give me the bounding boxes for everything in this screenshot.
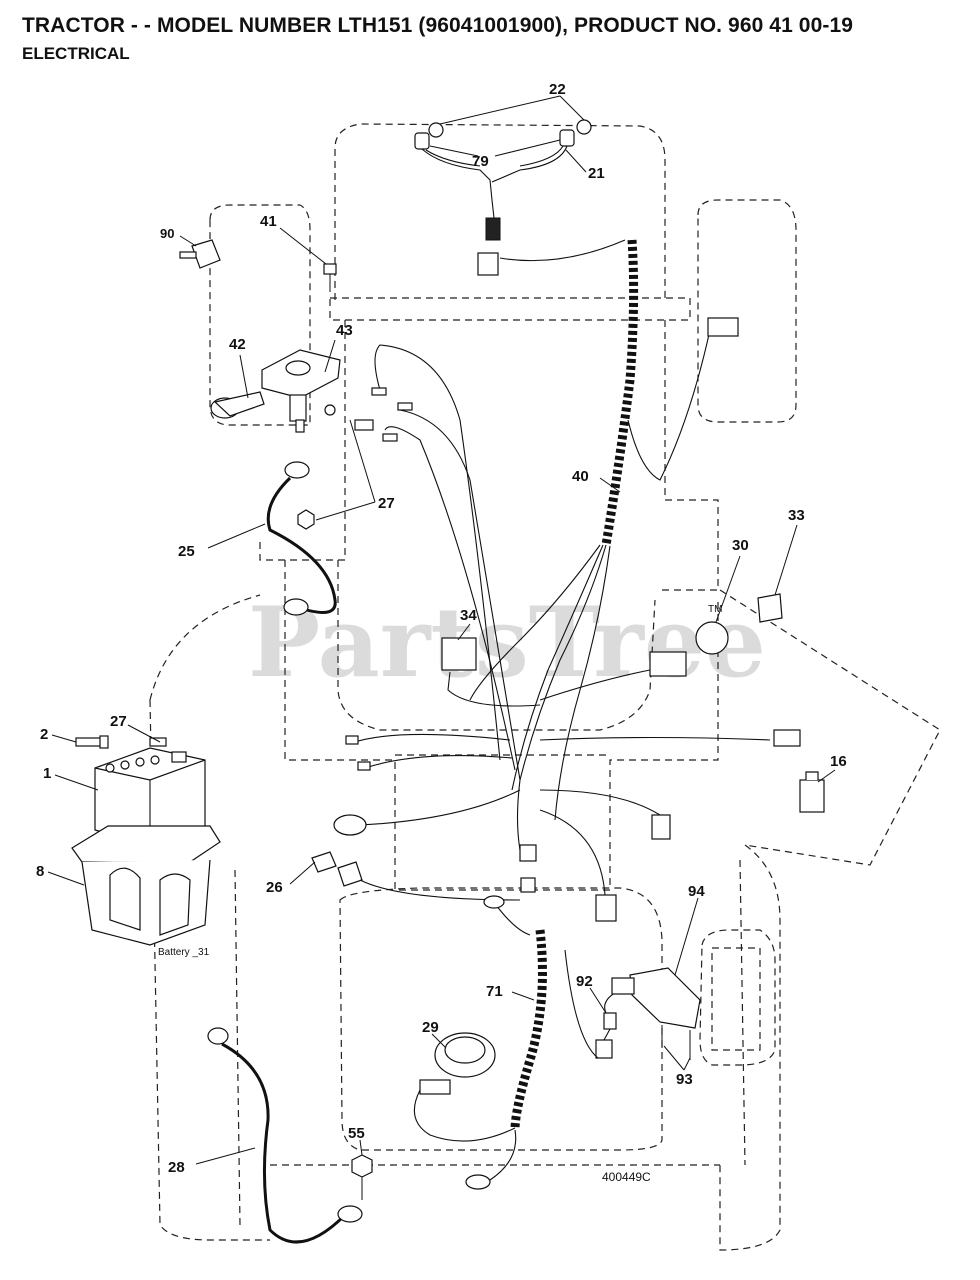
callout-71: 71: [486, 983, 503, 1000]
callout-27a: 27: [378, 495, 395, 512]
callout-30: 30: [732, 537, 749, 554]
watermark-tm: TM: [708, 604, 722, 615]
part-43-ignition-switch: [261, 349, 341, 433]
callout-22: 22: [549, 81, 566, 98]
callout-8: 8: [36, 863, 44, 880]
part-42-boot: [210, 391, 265, 419]
callout-33: 33: [788, 507, 805, 524]
callout-27b: 27: [110, 713, 127, 730]
part-25-cable: [266, 461, 337, 616]
part-90-plug: [179, 239, 221, 269]
callout-1: 1: [43, 765, 51, 782]
chassis-outline: [149, 123, 941, 1251]
part-8-battery-tray: [71, 825, 221, 946]
callout-26: 26: [266, 879, 283, 896]
battery-label: Battery _31: [158, 947, 210, 958]
watermark: PartsTree: [248, 586, 766, 699]
callout-94: 94: [688, 883, 705, 900]
callout-93: 93: [676, 1071, 693, 1088]
headlight-harness: [414, 119, 592, 241]
part-26-fuse: [311, 851, 521, 901]
part-41-bolt: [323, 263, 337, 292]
part-2-bolt: [75, 735, 109, 749]
drawing-code: 400449C: [602, 1170, 651, 1184]
callout-90: 90: [160, 226, 174, 241]
callout-43: 43: [336, 322, 353, 339]
callout-34: 34: [460, 607, 477, 624]
part-28-cable: [207, 1027, 363, 1244]
callouts: 22 79 21 90 41 43 42 40 27 25 33 30 34 2…: [36, 81, 847, 1176]
callout-29: 29: [422, 1019, 439, 1036]
part-55-bolt: [351, 1154, 373, 1200]
part-93-screws: [661, 1025, 691, 1060]
callout-79: 79: [472, 153, 489, 170]
part-94-switch: [611, 967, 701, 1029]
part-71-coiled-harness: [465, 895, 547, 1190]
callout-55: 55: [348, 1125, 365, 1142]
callout-16: 16: [830, 753, 847, 770]
callout-28: 28: [168, 1159, 185, 1176]
callout-2: 2: [40, 726, 48, 743]
page-title: TRACTOR - - MODEL NUMBER LTH151 (9604100…: [22, 14, 854, 37]
part-27-nut: [297, 509, 315, 530]
part-29-seat-switch: [413, 1032, 516, 1142]
callout-40: 40: [572, 468, 589, 485]
section-subtitle: ELECTRICAL: [22, 44, 130, 63]
callout-21: 21: [588, 165, 605, 182]
leader-lines: [47, 95, 836, 1165]
part-16-relay: [799, 771, 825, 813]
callout-92: 92: [576, 973, 593, 990]
part-92-connector: [564, 949, 621, 1059]
callout-42: 42: [229, 336, 246, 353]
part-40-main-harness: [333, 239, 801, 922]
callout-25: 25: [178, 543, 195, 560]
callout-41: 41: [260, 213, 277, 230]
